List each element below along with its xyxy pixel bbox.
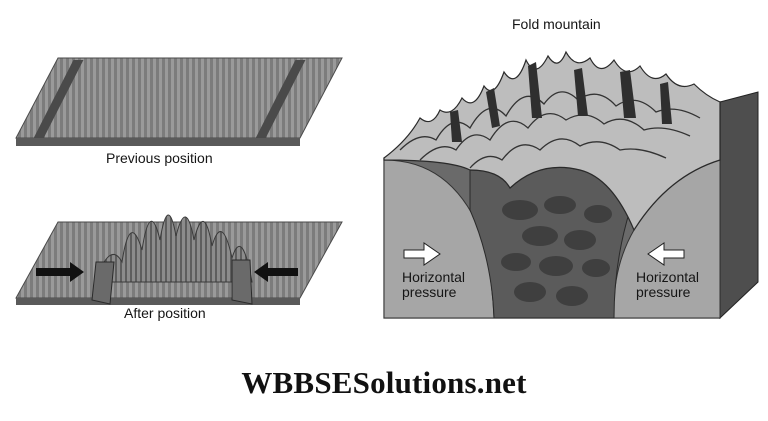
left-pressure-arrow-icon [403, 242, 441, 266]
right-pressure-text: Horizontal pressure [636, 269, 700, 300]
right-compression-arrow-icon [254, 262, 298, 282]
left-horizontal-pressure-label: Horizontal pressure [402, 270, 465, 300]
left-pressure-text: Horizontal pressure [402, 269, 466, 300]
site-watermark: WBBSESolutions.net [241, 365, 527, 400]
right-pressure-arrow-icon [647, 242, 685, 266]
right-horizontal-pressure-label: Horizontal pressure [636, 270, 699, 300]
fold-mountain-block [383, 50, 759, 320]
after-position-caption: After position [124, 305, 206, 321]
fold-mountain-label: Fold mountain [512, 16, 601, 32]
after-position-slab [15, 214, 343, 305]
left-compression-arrow-icon [36, 262, 84, 282]
previous-position-slab [15, 57, 343, 146]
previous-position-caption: Previous position [106, 150, 213, 166]
